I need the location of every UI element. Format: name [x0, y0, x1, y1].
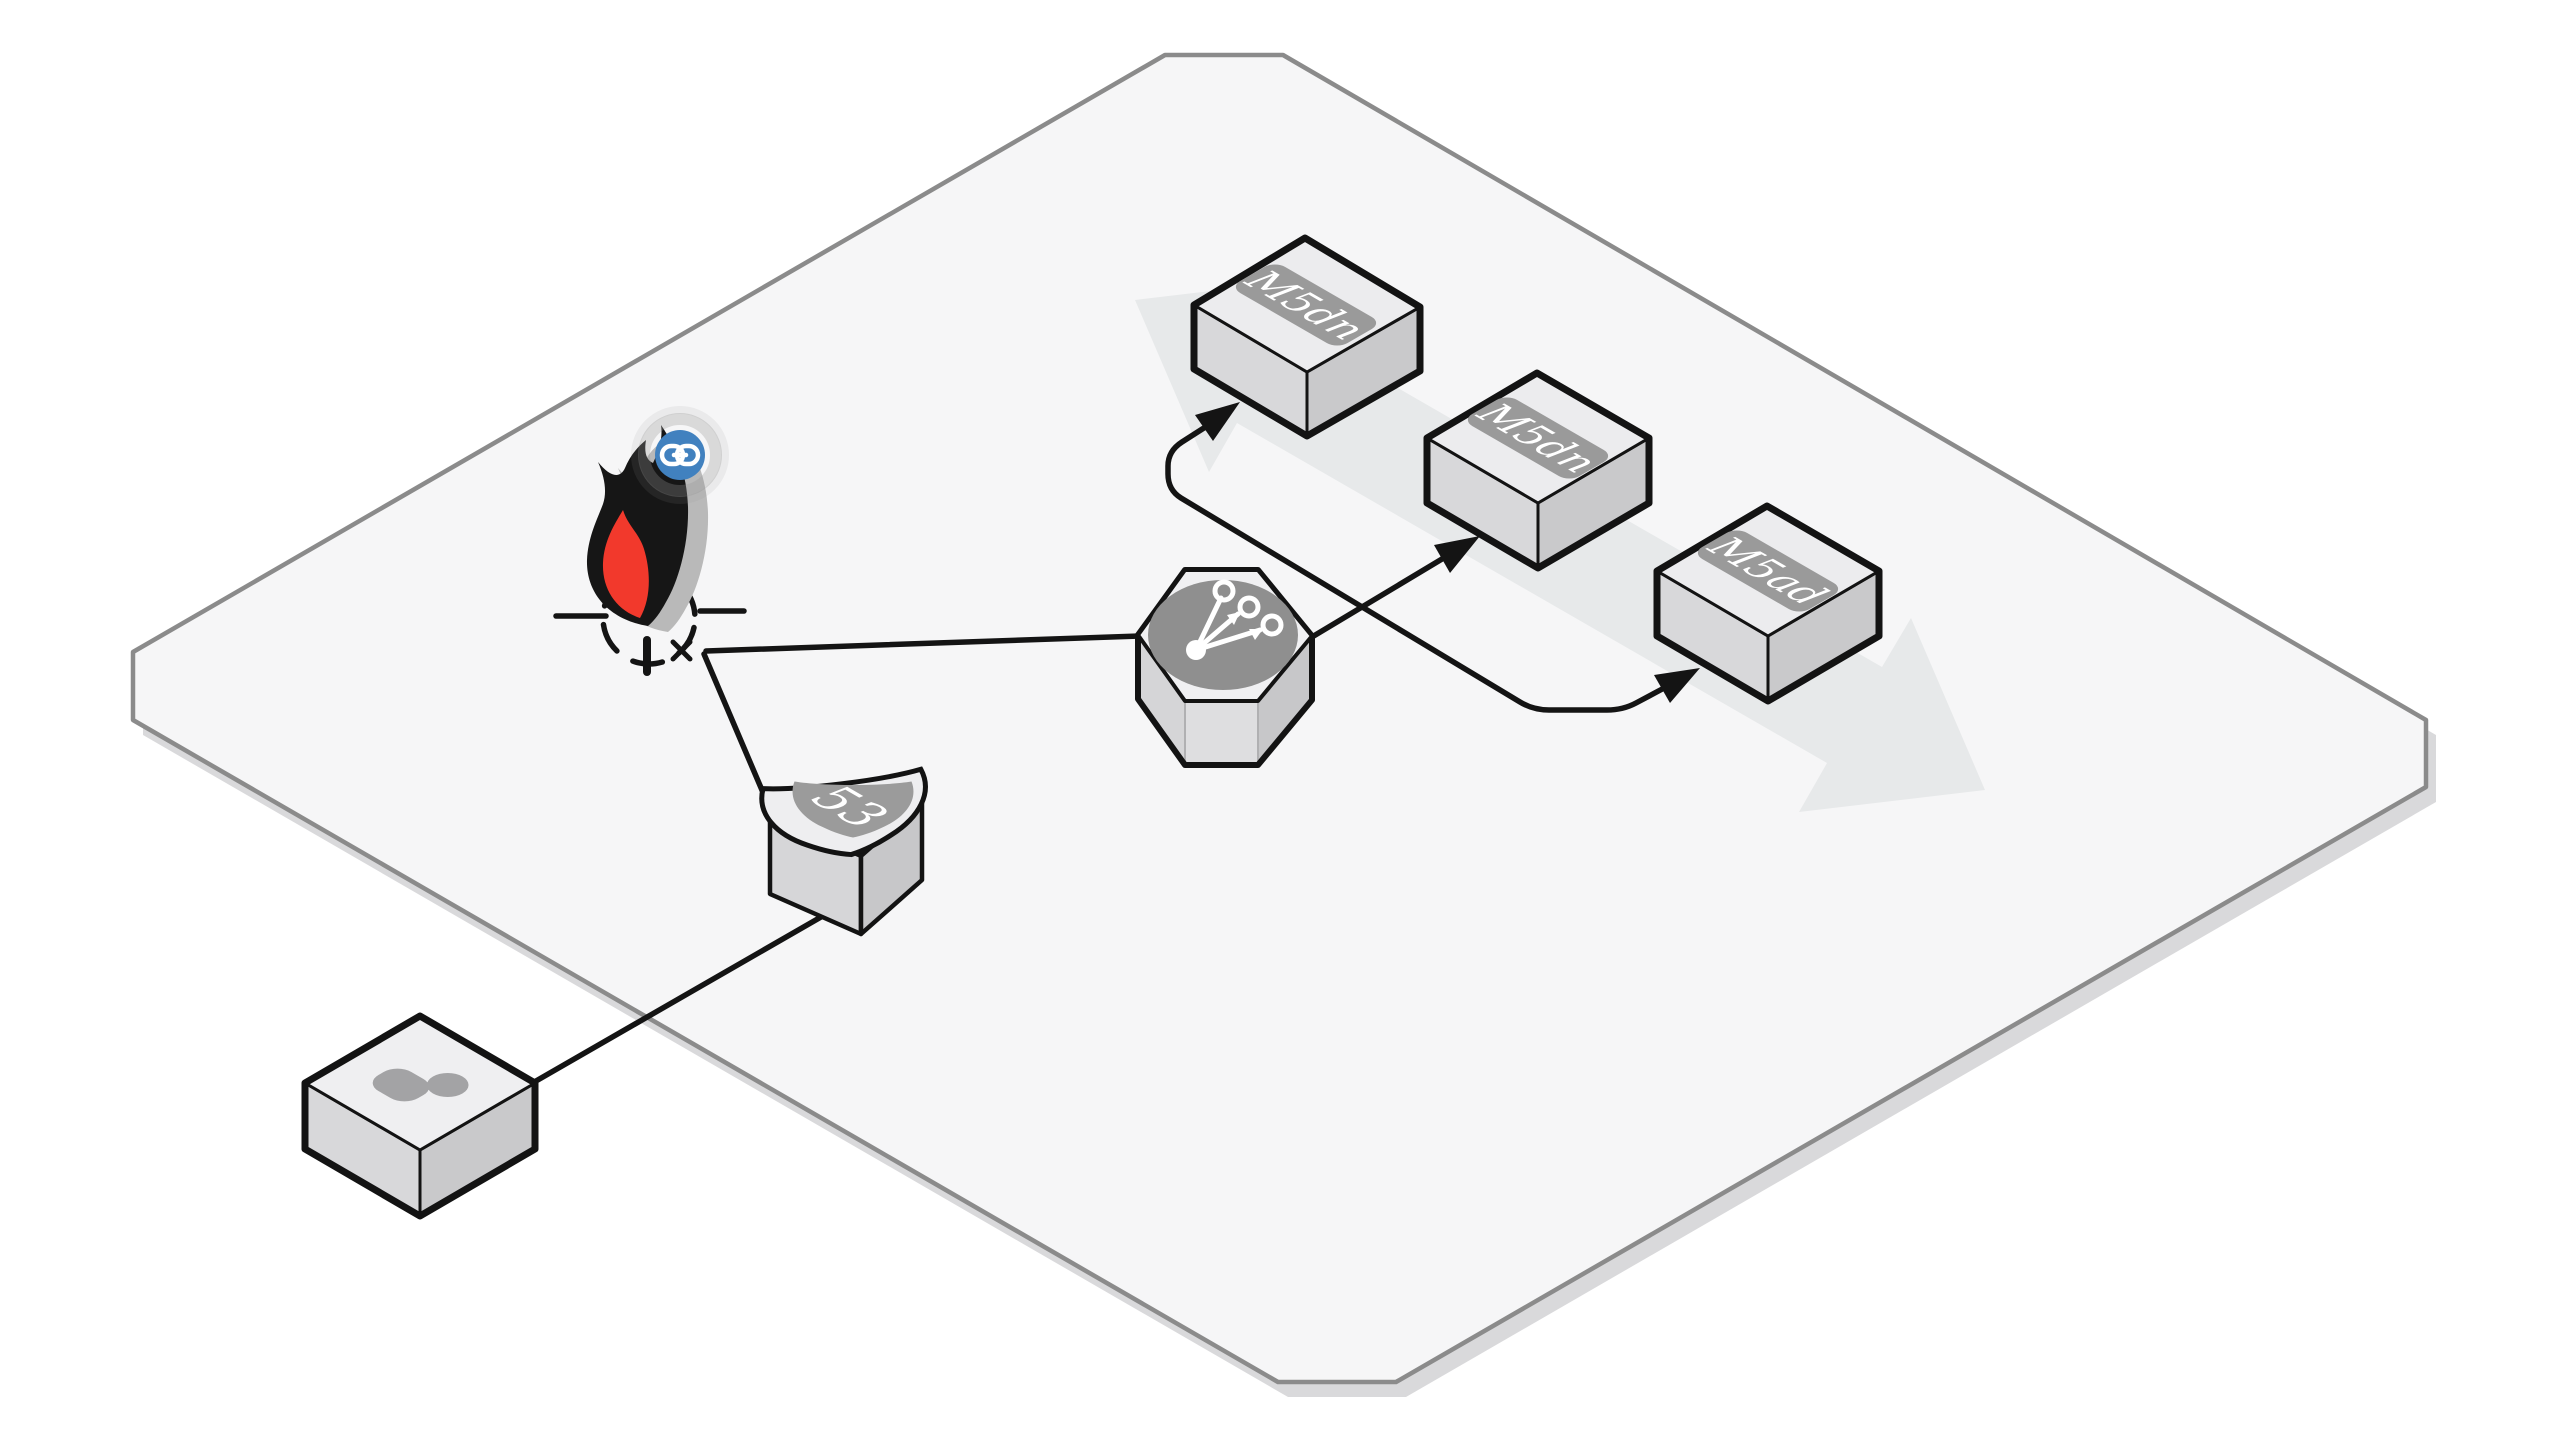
arrowhead-into-instance2 [1434, 536, 1480, 573]
node-fire[interactable] [553, 425, 747, 676]
instance3-outline [1653, 502, 1883, 705]
lb-right-face [1258, 636, 1312, 765]
person-icon [372, 1068, 469, 1102]
link-icon [659, 443, 701, 467]
connector-instance1-instance3 [1165, 423, 1669, 713]
lb-icon-circle [1148, 580, 1298, 690]
instance2-outline [1423, 369, 1653, 572]
node-route53[interactable]: 53 [760, 769, 932, 937]
node-instance-1[interactable]: M5dn [1190, 234, 1424, 440]
branch-arrows-icon [1186, 579, 1284, 660]
instance1-outline [1190, 234, 1424, 440]
user-cube-outline [301, 1012, 539, 1220]
arrowhead-into-instance1 [1195, 402, 1240, 441]
connector-fire-loadbalancer [703, 633, 1143, 654]
link-badge-halo [638, 413, 722, 497]
lb-left-face [1138, 635, 1185, 765]
instance3-label-plate [1697, 530, 1839, 612]
connector-arrowheads [1195, 402, 1700, 703]
flame-inner-red [602, 510, 649, 618]
instance2-label-plate [1467, 397, 1609, 479]
node-user[interactable] [301, 1012, 539, 1220]
arrowhead-into-instance3 [1654, 668, 1700, 703]
connector-loadbalancer-instance2 [1309, 553, 1450, 640]
link-badge-halo-outer [631, 406, 729, 504]
connector-route53-user [533, 914, 824, 1084]
node-load-balancer[interactable] [1135, 567, 1315, 768]
node-instance-3[interactable]: M5ad [1653, 502, 1883, 705]
lb-front-face [1185, 701, 1258, 765]
link-badge[interactable] [631, 406, 729, 504]
node-instance-2[interactable]: M5dn [1423, 369, 1653, 572]
instance1-label-plate [1235, 264, 1377, 346]
route53-badge [792, 781, 914, 838]
connectors [533, 423, 1669, 1084]
